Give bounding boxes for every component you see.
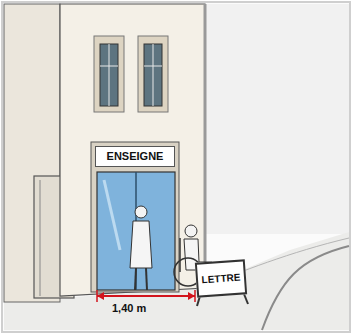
dimension-tick	[96, 290, 98, 302]
facade	[60, 4, 205, 296]
facade-edge	[204, 4, 207, 288]
door-line	[40, 180, 41, 296]
person-leg	[146, 268, 147, 290]
background-sky	[205, 4, 349, 234]
window	[144, 44, 162, 106]
window-frame	[138, 36, 168, 112]
dimension-arrowhead	[97, 292, 104, 300]
person-leg	[135, 268, 136, 290]
window-bar	[153, 44, 154, 106]
curb	[262, 246, 349, 330]
window-bar	[144, 66, 162, 67]
frame	[2, 2, 350, 332]
person-body	[130, 221, 152, 268]
node-text: LETTRE	[201, 272, 241, 286]
sandwich-board: LETTRE	[195, 259, 247, 297]
dimension-label: 1,40 m	[112, 302, 146, 314]
window	[100, 44, 118, 106]
window-bar	[100, 66, 118, 67]
board-leg	[244, 294, 248, 304]
glass-door	[97, 172, 175, 290]
person-head	[135, 206, 147, 218]
shopfront-frame	[91, 142, 179, 292]
window-frame	[94, 36, 124, 112]
window-bar	[109, 44, 110, 106]
dimension-tick	[194, 290, 196, 302]
node-text: ENSEIGNE	[107, 150, 164, 162]
glass-reflection	[104, 180, 120, 250]
wheelchair-user-head	[185, 225, 197, 237]
dimension-arrowhead	[188, 292, 195, 300]
wheelchair-frame	[179, 238, 181, 272]
shop-sign: ENSEIGNE	[95, 146, 175, 167]
dimension-line	[97, 295, 195, 297]
